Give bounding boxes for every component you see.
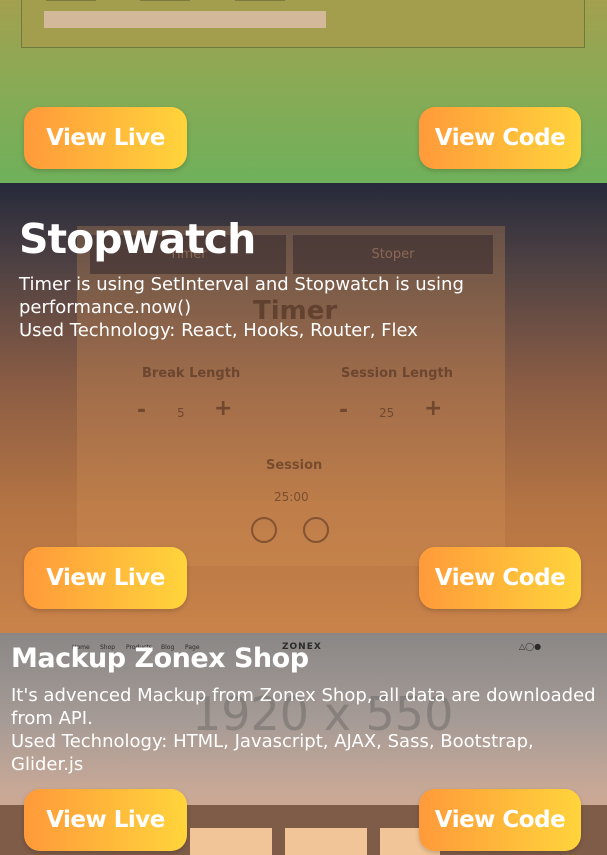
preview-session-label: Session Length [341, 366, 453, 381]
preview-heading: Timer [253, 296, 338, 326]
preview-session-plus: + [424, 396, 443, 421]
project-summary: It's advenced Mackup from Zonex Shop, al… [11, 685, 596, 729]
preview-tab-stoper: Stoper [293, 235, 493, 274]
preview-session-value: 25 [379, 406, 395, 420]
project-title: Stopwatch [19, 215, 256, 263]
preview-nav-item: Home [72, 644, 90, 651]
preview-progress-bar [44, 11, 326, 28]
project-card-zonex-shop: Home Shop Products Blog Page ZONEX △◯● 1… [0, 633, 607, 855]
preview-product-tile [285, 828, 367, 855]
preview-header-icons: △◯● [519, 642, 542, 651]
view-code-button[interactable]: View Code [419, 547, 581, 609]
refresh-icon [303, 517, 329, 543]
preview-time: 25:00 [274, 490, 309, 504]
preview-tab-timer: Timer [90, 235, 286, 274]
preview-session-minus: - [339, 398, 349, 423]
preview-tab [46, 0, 96, 1]
view-code-button[interactable]: View Code [419, 789, 581, 851]
preview-nav-item: Shop [100, 644, 116, 651]
preview-break-value: 5 [177, 406, 185, 420]
preview-break-plus: + [214, 396, 233, 421]
view-code-button[interactable]: View Code [419, 107, 581, 169]
preview-nav-item: Blog [161, 644, 175, 651]
preview-status: Session [266, 458, 323, 473]
project-title: Mackup Zonex Shop [11, 643, 309, 674]
view-live-button[interactable]: View Live [24, 107, 187, 169]
project-description: Timer is using SetInterval and Stopwatch… [19, 273, 489, 342]
preview-nav-item: Page [185, 644, 200, 651]
project-card-stopwatch: Timer Stoper Timer Break Length Session … [0, 183, 607, 633]
preview-break-label: Break Length [142, 366, 241, 381]
preview-tab [235, 0, 285, 1]
project-card-1: View Live View Code [0, 0, 607, 183]
preview-break-minus: - [137, 398, 147, 423]
project-technology: Used Technology: HTML, Javascript, AJAX,… [11, 731, 534, 775]
preview-nav-item: Products [126, 644, 152, 651]
preview-tab [140, 0, 190, 1]
preview-placeholder: 1920 x 550 [192, 687, 454, 741]
project-preview-image: Timer Stoper Timer Break Length Session … [77, 226, 505, 566]
project-technology: Used Technology: React, Hooks, Router, F… [19, 320, 418, 341]
preview-logo: ZONEX [282, 642, 322, 652]
view-live-button[interactable]: View Live [24, 547, 187, 609]
project-description: It's advenced Mackup from Zonex Shop, al… [11, 684, 601, 776]
project-preview-image [21, 0, 585, 48]
play-icon [251, 517, 277, 543]
project-summary: Timer is using SetInterval and Stopwatch… [19, 274, 464, 318]
view-live-button[interactable]: View Live [24, 789, 187, 851]
preview-product-tile [190, 828, 272, 855]
